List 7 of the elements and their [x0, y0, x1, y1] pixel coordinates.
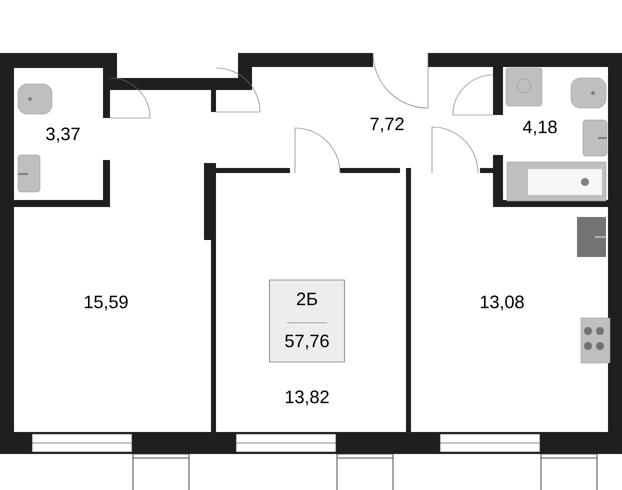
area-label: 4,18: [522, 120, 557, 136]
area-label: 3,37: [46, 128, 80, 142]
area-label: 7,72: [370, 118, 404, 132]
apartment-info-box: 2Б 57,76: [269, 280, 345, 362]
area-label: 13,08: [480, 296, 524, 310]
area-label: 13,82: [286, 390, 329, 406]
area-label: 15,59: [84, 296, 128, 310]
